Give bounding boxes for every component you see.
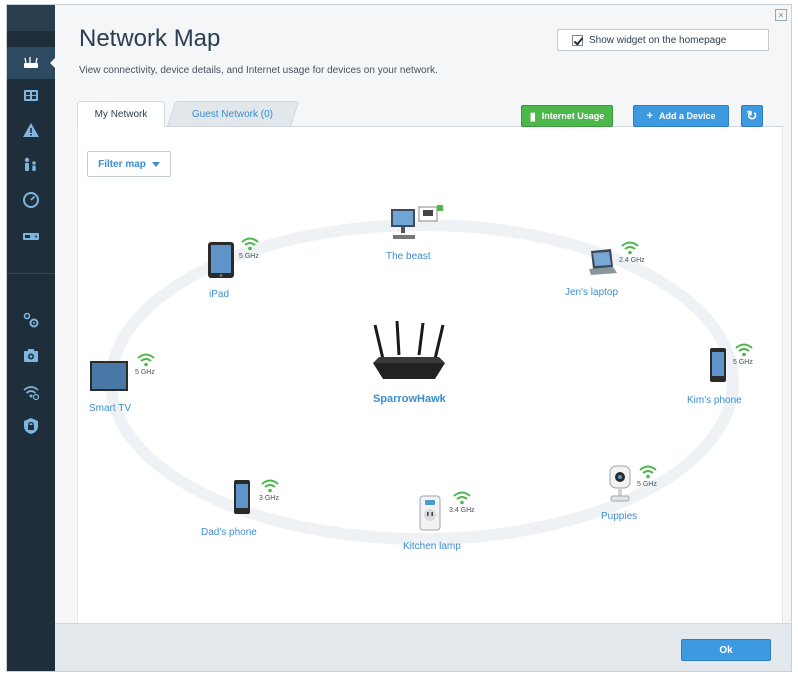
page-subtitle: View connectivity, device details, and I…: [79, 65, 438, 76]
device-label[interactable]: Dad's phone: [201, 527, 257, 538]
frequency-label: 5 GHz: [135, 369, 155, 376]
wifi-icon: [137, 353, 155, 367]
phone-icon: [234, 480, 250, 514]
show-widget-checkbox[interactable]: [572, 34, 583, 46]
tab-bar: My Network Guest Network (0): [77, 101, 783, 127]
sidebar-top-bar: [7, 5, 55, 31]
wifi-icon: [735, 343, 753, 357]
device-label[interactable]: Puppies: [601, 511, 638, 522]
device-dads-phone[interactable]: [233, 479, 251, 520]
filter-map-dropdown[interactable]: Filter map: [87, 151, 171, 177]
tablet-icon: [208, 242, 234, 278]
tv-icon: [90, 361, 128, 391]
ok-label: Ok: [719, 644, 733, 656]
speed-test-icon[interactable]: [19, 189, 43, 211]
settings-icon[interactable]: [19, 309, 43, 331]
frequency-label: 5 GHz: [239, 253, 259, 260]
show-widget-toggle[interactable]: Show widget on the homepage: [557, 29, 769, 51]
internet-usage-label: Internet Usage: [541, 111, 605, 121]
router-icon[interactable]: [19, 52, 43, 74]
device-the-beast[interactable]: [389, 203, 443, 248]
app-window: × Network Map View connectivity, device …: [6, 4, 792, 672]
ok-button[interactable]: Ok: [681, 639, 771, 661]
laptop-icon: [589, 249, 617, 275]
external-storage-icon[interactable]: [19, 225, 43, 247]
refresh-button[interactable]: ↻: [741, 105, 763, 127]
show-widget-label: Show widget on the homepage: [589, 34, 727, 46]
chevron-down-icon: [151, 161, 160, 167]
filter-map-label: Filter map: [98, 158, 146, 170]
wifi-icon: [261, 479, 279, 493]
tab-my-network-label: My Network: [94, 108, 148, 120]
device-puppies[interactable]: [607, 465, 633, 508]
device-kitchen-lamp[interactable]: [419, 495, 441, 536]
sidebar-divider: [7, 273, 55, 274]
sidebar-active-caret: [50, 57, 56, 69]
camera-icon: [609, 465, 631, 502]
device-label[interactable]: Jen's laptop: [565, 287, 619, 298]
device-ipad[interactable]: [207, 241, 235, 284]
refresh-icon: ↻: [746, 108, 758, 123]
wifi-settings-icon[interactable]: [19, 381, 43, 403]
device-label[interactable]: Kitchen lamp: [403, 541, 461, 552]
wifi-icon: [621, 241, 639, 255]
security-icon[interactable]: [19, 415, 43, 437]
main-panel: × Network Map View connectivity, device …: [55, 5, 791, 671]
page-title: Network Map: [79, 25, 221, 52]
usage-chart-icon: ▮: [529, 110, 536, 123]
wifi-icon: [639, 465, 657, 479]
device-smart-tv[interactable]: [89, 359, 129, 400]
tab-guest-network-label: Guest Network (0): [192, 108, 274, 120]
device-label[interactable]: Kim's phone: [687, 395, 742, 406]
device-list-icon[interactable]: [19, 85, 43, 107]
phone-icon: [710, 348, 726, 382]
tab-guest-network[interactable]: Guest Network (0): [166, 101, 300, 127]
device-kims-phone[interactable]: [709, 347, 727, 388]
wifi-icon: [453, 491, 471, 505]
desktop-icon: [391, 205, 443, 239]
internet-usage-button[interactable]: ▮ Internet Usage: [521, 105, 613, 127]
add-device-button[interactable]: + Add a Device: [633, 105, 729, 127]
smart-plug-icon: [419, 495, 441, 531]
frequency-label: 2.4 GHz: [619, 257, 645, 264]
device-label[interactable]: Smart TV: [89, 403, 132, 414]
router-device[interactable]: [369, 319, 449, 388]
media-prioritization-icon[interactable]: [19, 345, 43, 367]
device-jens-laptop[interactable]: [587, 249, 619, 282]
alert-icon[interactable]: [19, 119, 43, 141]
router-name[interactable]: SparrowHawk: [373, 393, 446, 405]
frequency-label: 3 GHz: [259, 495, 279, 502]
wifi-icon: [241, 237, 259, 251]
footer-bar: [55, 623, 791, 671]
router-icon: [373, 320, 445, 379]
add-device-label: Add a Device: [658, 111, 716, 121]
close-icon[interactable]: ×: [775, 9, 787, 21]
plus-icon: +: [646, 110, 653, 122]
device-label[interactable]: The beast: [386, 251, 431, 262]
frequency-label: 5 GHz: [637, 481, 657, 488]
frequency-label: 5 GHz: [733, 359, 753, 366]
frequency-label: 3.4 GHz: [449, 507, 475, 514]
tab-my-network[interactable]: My Network: [77, 101, 165, 127]
device-label[interactable]: iPad: [209, 289, 230, 300]
sidebar: [7, 5, 56, 671]
parental-controls-icon[interactable]: [19, 153, 43, 175]
